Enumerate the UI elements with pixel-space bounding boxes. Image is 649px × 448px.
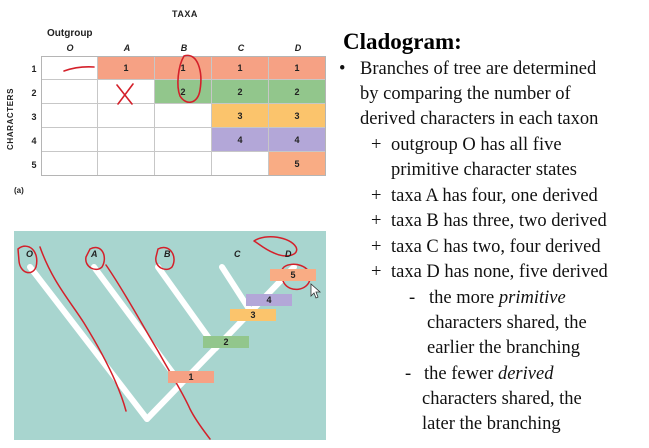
table-cell [41,104,98,128]
table-cell [155,104,212,128]
table-cell: 1 [269,56,326,80]
branch-a [91,264,184,387]
table-cell [155,128,212,152]
taxa-heading: TAXA [172,9,198,19]
outgroup-label: Outgroup [47,28,93,39]
red-circle-a-annotation [85,246,106,271]
cladogram-taxon-o: O [26,249,34,259]
row-label-2: 2 [31,88,37,98]
column-header-b: B [180,43,188,53]
dash-icon: - [409,288,416,308]
plus-item-outgroup-line2: primitive character states [391,160,577,180]
column-header-a: A [123,43,131,53]
table-cell: 4 [212,128,269,152]
cladogram-taxon-c: C [234,249,241,259]
row-label-1: 1 [31,64,37,74]
column-header-d: D [294,43,302,53]
slide-title: Cladogram: [343,29,462,54]
cladogram-taxon-b: B [164,249,171,259]
row-label-5: 5 [31,160,37,170]
table-cell [98,128,155,152]
bullet-line-3: derived characters in each taxon [360,109,599,129]
dash-icon: - [405,364,412,384]
mouse-cursor-icon [310,283,322,299]
dash-item-primitive-line3: earlier the branching [427,338,581,358]
character-marker-5: 5 [270,269,316,281]
table-cell: 2 [212,80,269,104]
plus-icon: + [371,135,382,155]
plus-item-taxa-b: taxa B has three, two derived [391,211,607,231]
table-cell: 4 [269,128,326,152]
cladogram-panel: O A B C D 1 2 3 4 5 [14,231,326,440]
column-header-c: C [237,43,245,53]
plus-item-taxa-d: taxa D has none, five derived [391,262,608,282]
branch-b [155,264,219,351]
character-marker-4: 4 [246,294,292,306]
cladogram-taxon-d: D [285,249,292,259]
table-cell: 2 [269,80,326,104]
plus-icon: + [371,211,382,231]
dash-item-primitive-line2: characters shared, the [427,313,587,333]
red-curve-annotation-2 [105,264,211,440]
plus-icon: + [371,186,382,206]
table-cell: 1 [212,56,269,80]
table-cell: 3 [212,104,269,128]
bullet-icon: • [339,59,346,79]
red-circle-o-annotation [17,245,38,274]
red-dash-annotation [63,66,95,72]
plus-icon: + [371,237,382,257]
column-header-o: O [66,43,74,53]
branch-o [27,264,150,422]
bullet-line-1: Branches of tree are determined [360,59,597,79]
cladogram-tree [17,235,311,440]
red-circle-d-annotation [253,235,298,257]
character-marker-3: 3 [230,309,276,321]
dash-item-primitive: the more primitive [429,288,566,308]
red-cross-annotation [116,83,134,105]
dash-item-derived: the fewer derived [424,364,554,384]
plus-item-outgroup: outgroup O has all five [391,135,562,155]
dash-item-derived-line3: later the branching [422,414,561,434]
row-label-4: 4 [31,136,37,146]
figure-label-a: (a) [14,186,24,195]
table-cell: 1 [98,56,155,80]
table-cell [98,104,155,128]
table-cell: 1 [155,56,212,80]
table-cell: 3 [269,104,326,128]
table-annotations [63,54,202,105]
plus-icon: + [371,262,382,282]
row-label-3: 3 [31,112,37,122]
character-marker-2: 2 [203,336,249,348]
dash-item-derived-line2: characters shared, the [422,389,582,409]
cladogram-taxon-a: A [91,249,98,259]
table-cell [41,80,98,104]
table-cell [41,128,98,152]
red-circle-b-annotation [155,246,175,271]
red-curve-annotation-1 [39,246,127,412]
plus-item-taxa-a: taxa A has four, one derived [391,186,598,206]
table-cell [41,56,98,80]
character-marker-1: 1 [168,371,214,383]
character-table: 1 1 1 1 2 2 2 3 3 4 4 5 [41,56,326,176]
plus-item-taxa-c: taxa C has two, four derived [391,237,601,257]
table-cell [98,80,155,104]
red-circle-annotation [177,54,202,103]
bullet-line-2: by comparing the number of [360,84,571,104]
